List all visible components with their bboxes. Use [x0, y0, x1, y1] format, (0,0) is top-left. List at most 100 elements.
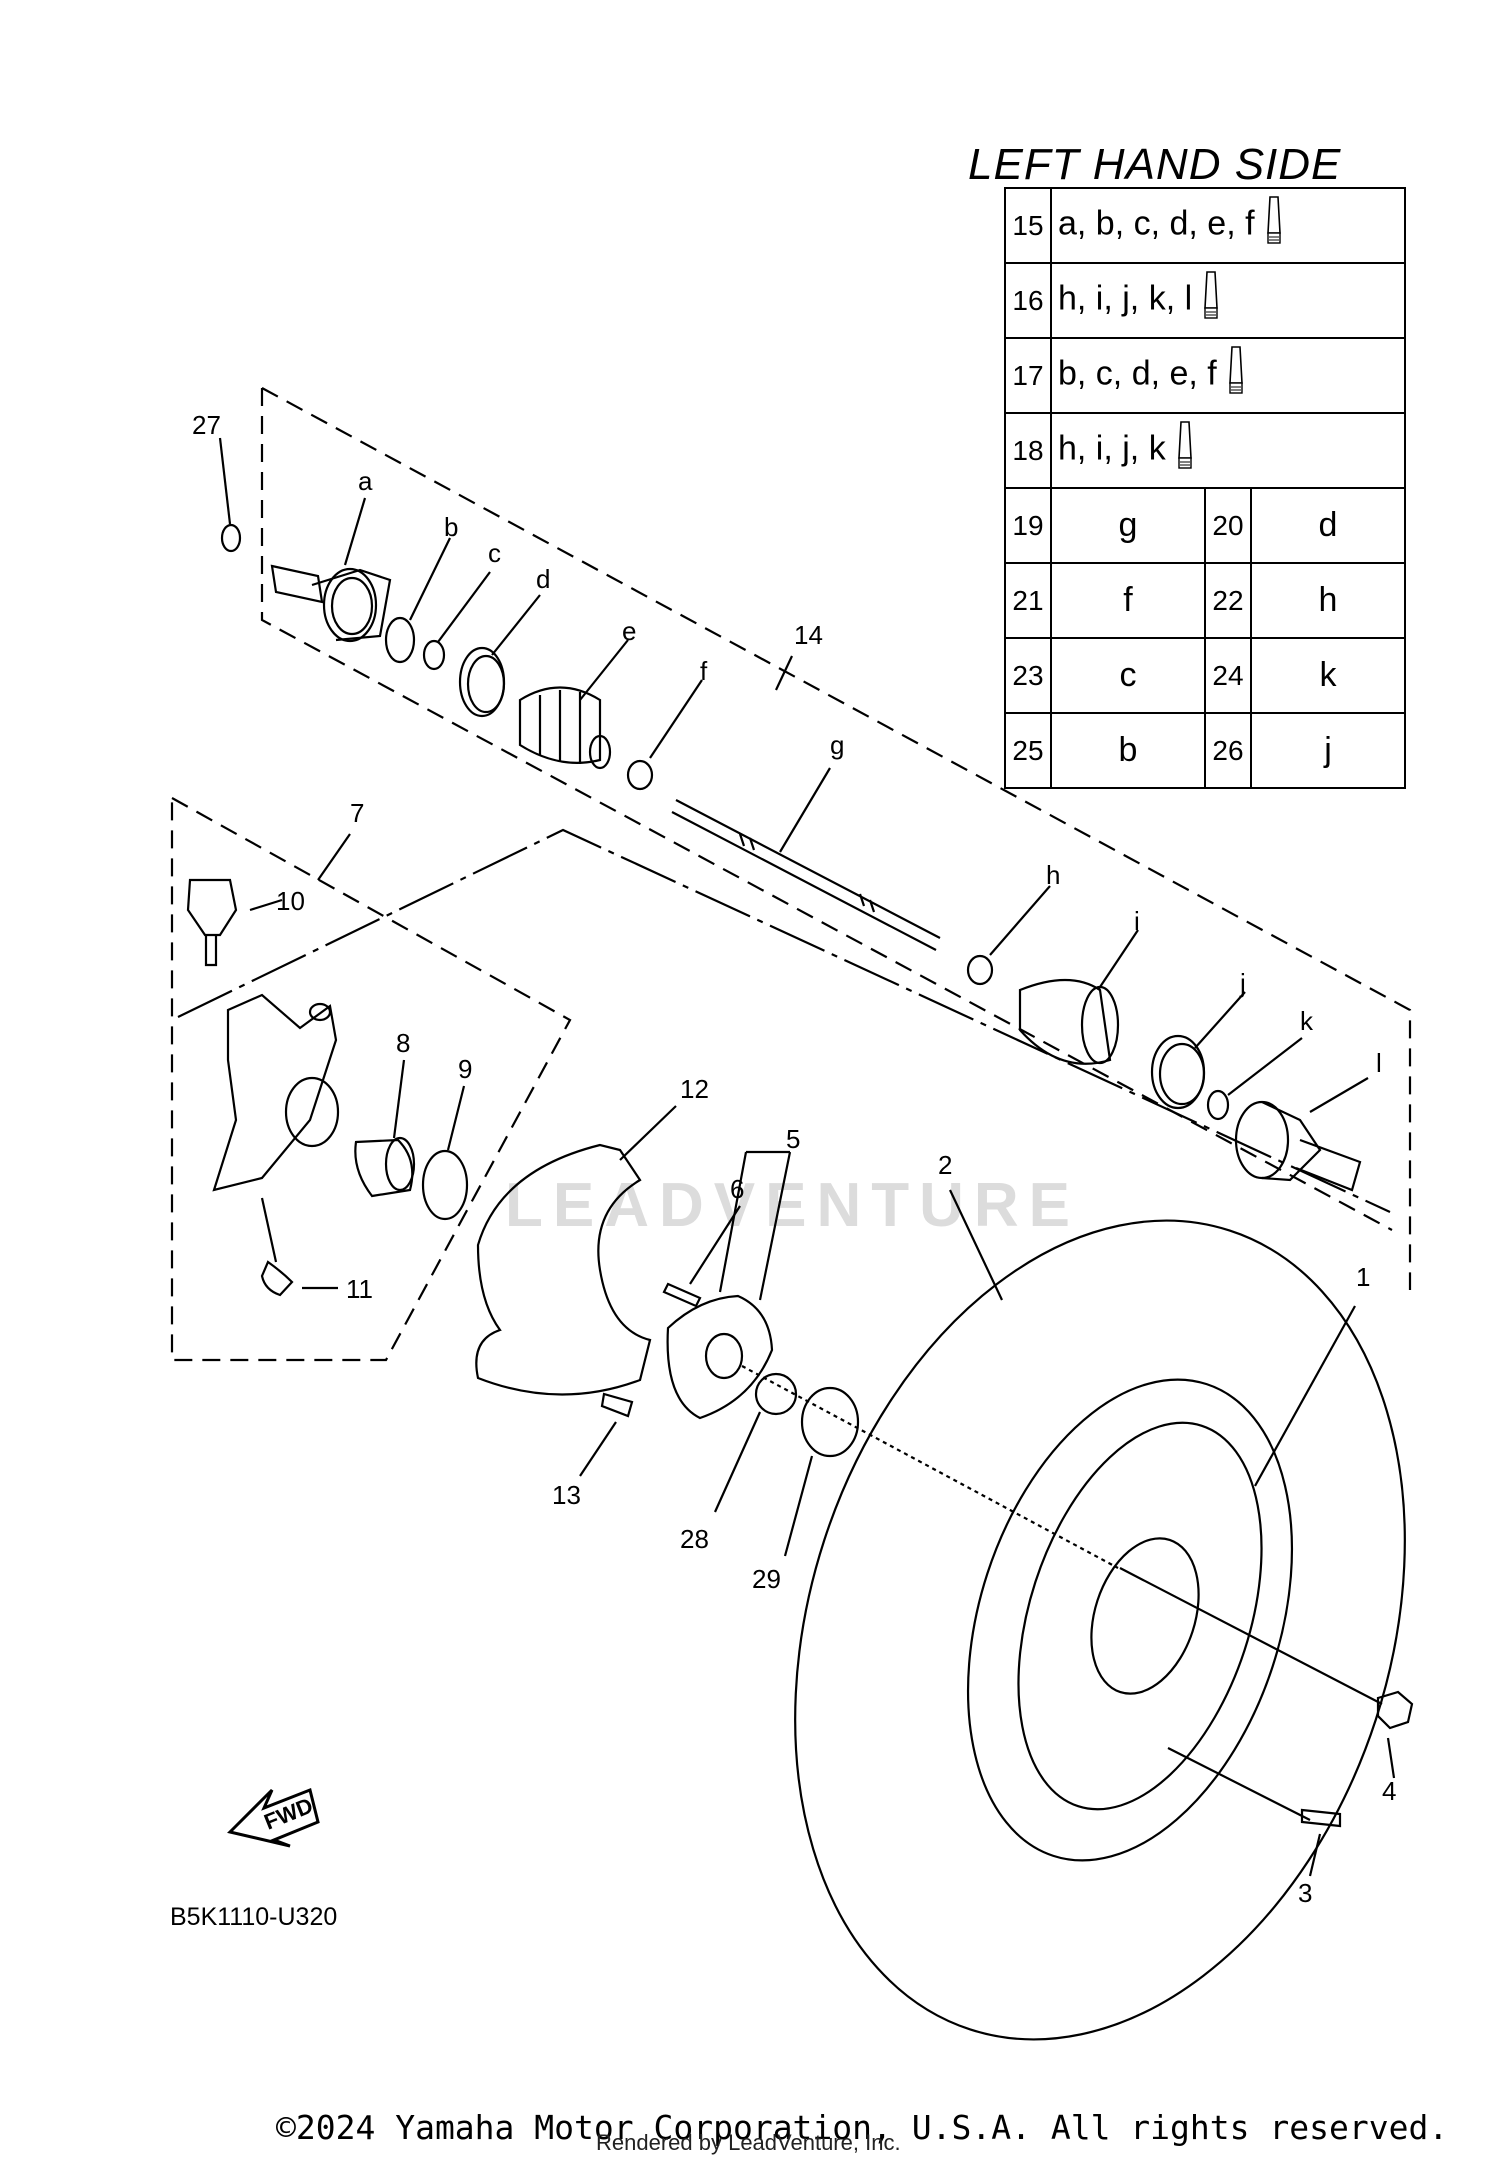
- legend-ref-number: 17: [1004, 337, 1052, 414]
- fwd-arrow-icon: FWD: [227, 1787, 320, 1848]
- rendered-by-notice: Rendered by LeadVenture, Inc.: [596, 2130, 901, 2155]
- grease-tube-icon: [1202, 268, 1220, 333]
- legend-part-letters-text: a, b, c, d, e, f: [1058, 204, 1255, 243]
- letter-f: f: [700, 656, 708, 686]
- brake-disc-12: [475, 1143, 652, 1396]
- letter-j: j: [1239, 968, 1246, 998]
- letter-i: i: [1134, 906, 1140, 936]
- circlip-k: [1206, 1089, 1230, 1121]
- axle-nut-28: [754, 1372, 798, 1416]
- band-h: [966, 954, 994, 986]
- grease-tube-icon: [1265, 193, 1283, 258]
- callout-1: 1: [1356, 1262, 1370, 1292]
- knuckle-assembly-frame: [170, 796, 572, 1362]
- shaft-g: [671, 799, 941, 951]
- legend-ref-number: 22: [1204, 562, 1252, 639]
- callout-11: 11: [346, 1274, 373, 1304]
- diagram-code: B5K1110-U320: [170, 1903, 338, 1931]
- legend-part-letter: d: [1250, 487, 1406, 564]
- callout-5: 5: [786, 1124, 800, 1154]
- bolt-6: [662, 1282, 702, 1308]
- letter-b: b: [444, 512, 458, 542]
- legend-part-letters: h, i, j, k: [1050, 412, 1406, 489]
- legend-part-letters-text: b, c, d, e, f: [1058, 354, 1217, 393]
- bolt-13: [600, 1392, 634, 1418]
- legend-ref-number: 21: [1004, 562, 1052, 639]
- band-j: [1150, 1034, 1206, 1110]
- callout-9: 9: [458, 1054, 472, 1084]
- callout-3: 3: [1298, 1878, 1312, 1908]
- callout-14: 14: [794, 620, 823, 650]
- legend-ref-number: 15: [1004, 187, 1052, 264]
- callout-2: 2: [938, 1150, 952, 1180]
- grease-tube-icon: [1176, 418, 1194, 483]
- legend-part-letters-text: h, i, j, k, l: [1058, 279, 1193, 318]
- legend-part-letters: a, b, c, d, e, f: [1050, 187, 1406, 264]
- legend-part-letter: j: [1250, 712, 1406, 789]
- letter-d: d: [536, 564, 550, 594]
- boot-e: [518, 686, 612, 770]
- bearing-8: [354, 1136, 416, 1198]
- letter-g: g: [830, 730, 844, 760]
- steering-knuckle: [212, 993, 340, 1192]
- legend-ref-number: 20: [1204, 487, 1252, 564]
- hub-cap-29: [800, 1386, 860, 1458]
- callout-28: 28: [680, 1524, 709, 1554]
- letter-l: l: [1376, 1048, 1382, 1078]
- callout-4: 4: [1382, 1776, 1396, 1806]
- callout-12: 12: [680, 1074, 709, 1104]
- oring-b: [384, 616, 416, 664]
- valve-3: [1300, 1808, 1342, 1828]
- letter-e: e: [622, 616, 636, 646]
- boot-i: [1018, 978, 1120, 1065]
- copyright-notice: ©2024 Yamaha Motor Corporation, U.S.A. A…: [276, 2108, 1449, 2147]
- legend-title: LEFT HAND SIDE: [968, 140, 1342, 189]
- legend-ref-number: 19: [1004, 487, 1052, 564]
- callout-13: 13: [552, 1480, 581, 1510]
- circlip-c: [422, 639, 446, 671]
- letter-k: k: [1300, 1006, 1314, 1036]
- legend-part-letter: h: [1250, 562, 1406, 639]
- letter-a: a: [358, 466, 373, 496]
- shaft-assembly-frame: [260, 387, 1412, 1290]
- circlip-27: [220, 523, 242, 553]
- clip-11: [260, 1260, 294, 1297]
- callout-8: 8: [396, 1028, 410, 1058]
- legend-part-letters: b, c, d, e, f: [1050, 337, 1406, 414]
- letter-c: c: [488, 538, 501, 568]
- callout-29: 29: [752, 1564, 781, 1594]
- legend-part-letter: c: [1050, 637, 1206, 714]
- legend-ref-number: 26: [1204, 712, 1252, 789]
- grease-tube-icon: [1227, 343, 1245, 408]
- legend-part-letter: b: [1050, 712, 1206, 789]
- band-d: [458, 646, 506, 718]
- callout-10: 10: [276, 886, 305, 916]
- legend-ref-number: 24: [1204, 637, 1252, 714]
- wheel-nut-4: [1376, 1690, 1414, 1730]
- legend-part-letters: h, i, j, k, l: [1050, 262, 1406, 339]
- legend-ref-number: 16: [1004, 262, 1052, 339]
- legend-part-letter: k: [1250, 637, 1406, 714]
- callout-7: 7: [350, 798, 364, 828]
- hub-5: [666, 1294, 774, 1420]
- band-f: [626, 759, 654, 791]
- inner-cv-joint-l: [1234, 1100, 1362, 1192]
- legend-ref-number: 25: [1004, 712, 1052, 789]
- legend-ref-number: 23: [1004, 637, 1052, 714]
- outer-cv-joint-a: [270, 564, 392, 643]
- legend-part-letter: g: [1050, 487, 1206, 564]
- circlip-9: [421, 1149, 469, 1221]
- wheel-tire-2: [794, 1219, 1406, 2041]
- callout-6: 6: [730, 1174, 744, 1204]
- letter-h: h: [1046, 860, 1060, 890]
- callout-27: 27: [192, 410, 221, 440]
